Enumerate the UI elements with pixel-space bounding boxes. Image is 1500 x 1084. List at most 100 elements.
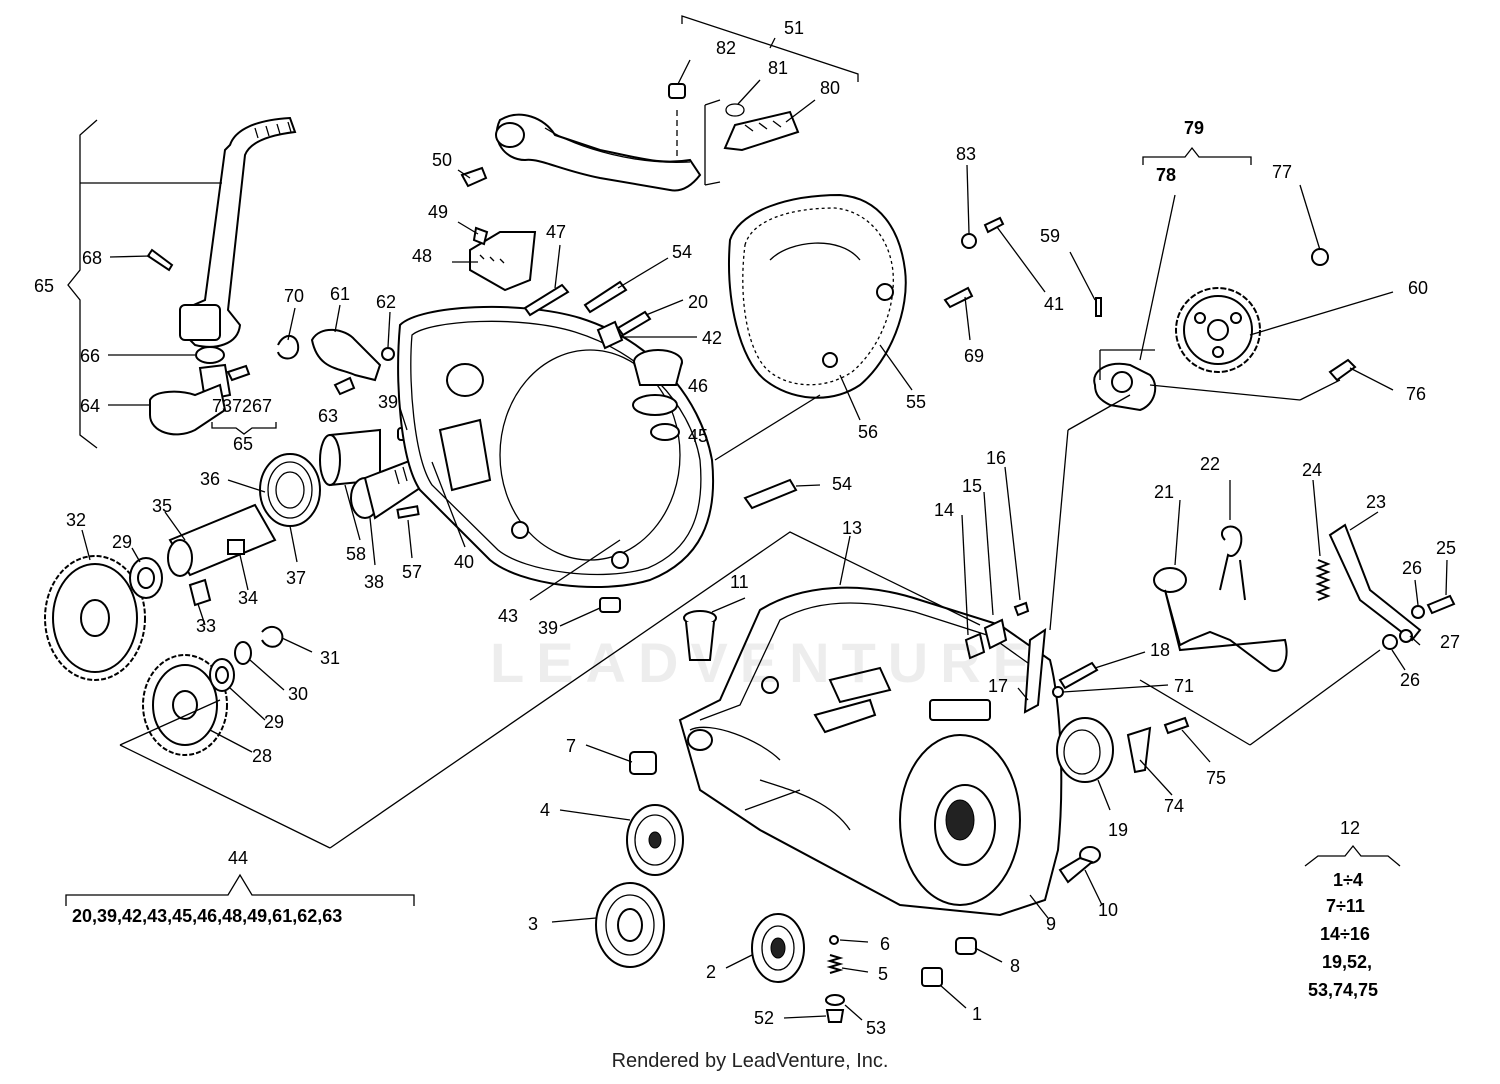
bracket-65 [67,119,98,449]
callout-21: 21 [1154,482,1174,502]
kit-12-line-2: 7÷11 [1326,896,1365,916]
callout-54b: 54 [832,474,852,494]
callout-29a: 29 [112,532,132,552]
callout-38: 38 [364,572,384,592]
plate-14 [964,632,986,660]
watermark-logo: LEADVENTURE [490,631,1043,694]
bolt-10 [1058,846,1101,884]
callout-70: 70 [284,286,304,306]
callout-45: 45 [688,426,708,446]
seal-45b [650,423,680,441]
bolt-25 [1426,594,1456,615]
bolt-54b [743,478,798,510]
callout-15: 15 [962,476,982,496]
washer-53 [825,994,845,1006]
screw-16 [1013,601,1030,617]
callout-32: 32 [66,510,86,530]
callout-82: 82 [716,38,736,58]
callout-60: 60 [1408,278,1428,298]
callout-19: 19 [1108,820,1128,840]
callout-66: 66 [80,346,100,366]
callout-74: 74 [1164,796,1184,816]
callout-26a: 26 [1402,558,1422,578]
callout-13: 13 [842,518,862,538]
callout-17: 17 [988,676,1008,696]
callout-18: 18 [1150,640,1170,660]
screw-33 [188,578,212,607]
spring-24 [1315,559,1331,601]
callout-8: 8 [1010,956,1020,976]
washer-30 [234,641,252,665]
callout-47: 47 [546,222,566,242]
callout-36: 36 [200,469,220,489]
callout-40: 40 [454,552,474,572]
crankcase-9 [678,586,1063,917]
callout-35: 35 [152,496,172,516]
callout-41: 41 [1044,294,1064,314]
callout-24: 24 [1302,460,1322,480]
oil-pump-gear-60 [1175,287,1261,373]
ball-6 [829,935,839,945]
callout-16: 16 [986,448,1006,468]
callout-22: 22 [1200,454,1220,474]
callout-30: 30 [288,684,308,704]
kick-lever-51 [495,83,800,192]
washer-26b [1382,634,1398,650]
bolt-68 [146,248,174,272]
o-ring-45 [632,394,678,416]
bolt-41 [961,216,1005,249]
callout-44: 44 [228,848,248,868]
bolt-73 [226,364,251,382]
callout-28: 28 [252,746,272,766]
callout-23: 23 [1366,492,1386,512]
washer-62 [381,347,395,361]
bearing-2 [751,913,805,983]
callout-3: 3 [528,914,538,934]
callout-9: 9 [1046,914,1056,934]
callout-7: 7 [566,736,576,756]
callout-55: 55 [906,392,926,412]
callout-labels: 51 82 81 80 50 49 48 47 54 20 42 46 45 8… [34,18,1460,1038]
callout-63: 63 [318,406,338,426]
callout-79: 79 [1184,118,1204,138]
callout-26b: 26 [1400,670,1420,690]
bracket-65b [211,422,277,435]
callout-62: 62 [376,292,396,312]
callout-12: 12 [1340,818,1360,838]
screw-63 [333,376,356,396]
callout-25: 25 [1436,538,1456,558]
stopper-arm-23 [1328,523,1422,642]
clutch-cover-55 [728,193,907,399]
bearing-4 [626,804,684,876]
bushing-11 [683,610,717,661]
bracket-51 [681,15,859,82]
screw-52 [825,1009,845,1023]
callout-65b: 65 [233,434,253,454]
kick-idle-gear-28 [142,654,228,756]
bolt-47 [523,283,570,317]
bearing-3 [595,882,665,968]
screw-76 [1328,358,1357,382]
lever-17 [1023,628,1047,714]
guide-74 [1126,726,1152,774]
callout-37: 37 [286,568,306,588]
callout-27: 27 [1440,632,1460,652]
callout-81: 81 [768,58,788,78]
callout-33: 33 [196,616,216,636]
oil-cap-46 [633,349,683,386]
leader-lines [81,59,1448,1021]
pin-59 [1095,297,1102,317]
callout-31: 31 [320,648,340,668]
circlip-77 [1311,248,1329,266]
callout-64: 64 [80,396,100,416]
callout-54a: 54 [672,242,692,262]
screw-50 [460,166,488,188]
kit-44-bracket [65,873,415,906]
callout-42: 42 [702,328,722,348]
callout-4: 4 [540,800,550,820]
callout-14: 14 [934,500,954,520]
kick-stop-61 [310,328,382,382]
callout-65: 65 [34,276,54,296]
circlip-70 [277,335,300,360]
